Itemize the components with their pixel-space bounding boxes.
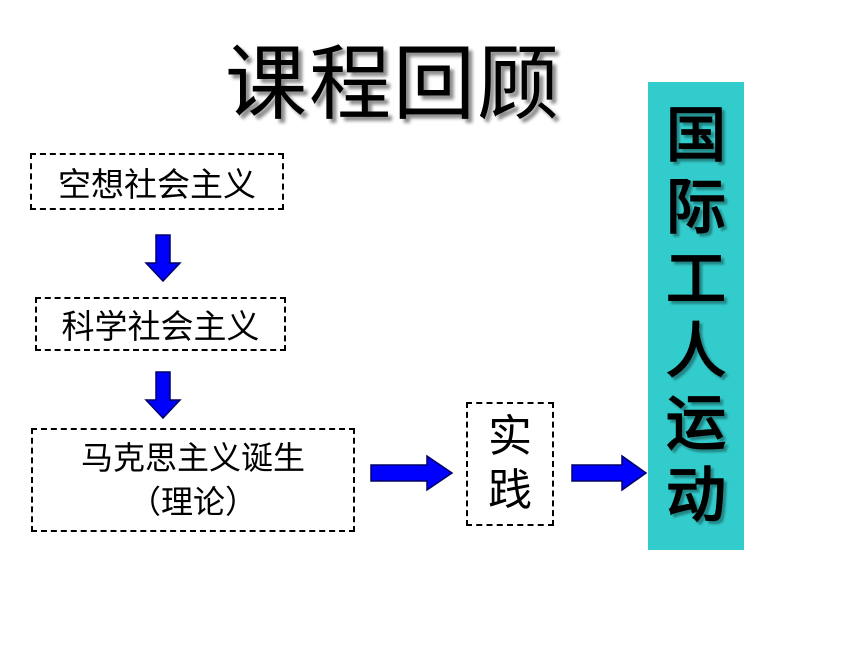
arrow-down-icon: [144, 371, 182, 420]
movement-char: 际: [666, 173, 726, 243]
practice-char: 践: [488, 465, 532, 516]
movement-char: 人: [666, 317, 726, 387]
movement-char: 工: [666, 245, 726, 315]
scientific-socialism-box: 科学社会主义: [35, 297, 286, 351]
arrow-down-icon: [144, 234, 182, 283]
arrow-right-icon: [571, 454, 648, 492]
practice-char: 实: [488, 411, 532, 462]
movement-char: 国: [666, 101, 726, 171]
arrow-right-icon: [370, 454, 454, 492]
utopian-socialism-label: 空想社会主义: [58, 164, 256, 204]
practice-box: 实 践: [466, 402, 554, 526]
theory-label: （理论）: [128, 483, 257, 521]
scientific-socialism-label: 科学社会主义: [61, 307, 260, 346]
international-workers-movement-box: 国 际 工 人 运 动: [648, 82, 744, 550]
movement-char: 动: [666, 461, 726, 531]
movement-char: 运: [666, 389, 726, 459]
marxism-birth-box: 马克思主义诞生 （理论）: [31, 428, 355, 532]
utopian-socialism-box: 空想社会主义: [30, 153, 284, 210]
page-title: 课程回顾: [225, 37, 562, 132]
marxism-birth-label: 马克思主义诞生: [80, 439, 305, 477]
